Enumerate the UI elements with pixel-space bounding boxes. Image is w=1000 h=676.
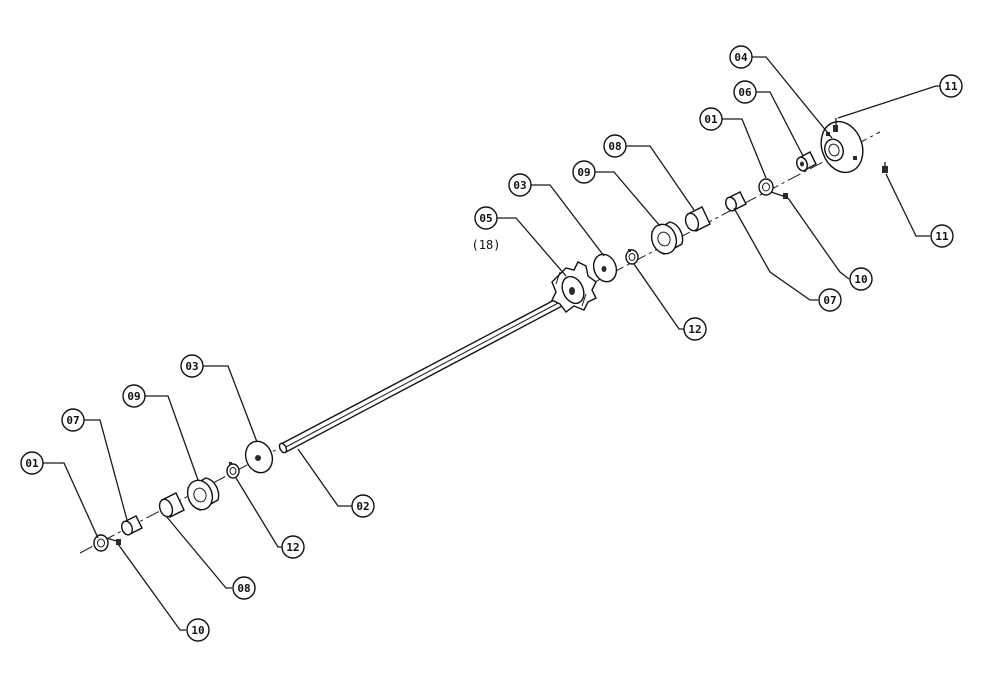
callout-11-bottom: 11 [930, 224, 954, 248]
shaft-part [278, 296, 565, 454]
callout-09-left: 09 [122, 384, 146, 408]
set-collar-left-part [93, 534, 121, 552]
set-collar-right-part [758, 178, 788, 199]
callout-label: 11 [935, 230, 949, 243]
screw-top-part [833, 118, 838, 132]
callout-label: 08 [237, 582, 250, 595]
bushing-06-part [796, 151, 817, 172]
washer-right-part [592, 253, 618, 283]
bushing-left-part [121, 515, 143, 536]
callout-01-right: 01 [699, 107, 723, 131]
callout-10-right: 10 [849, 267, 873, 291]
callout-label: 10 [191, 624, 204, 637]
callout-05: 05 [474, 206, 498, 230]
washer-left-part [244, 440, 274, 474]
callout-01-left: 01 [20, 451, 44, 475]
callout-11-top: 11 [939, 74, 963, 98]
callout-08-right: 08 [603, 134, 627, 158]
callout-07-left: 07 [61, 408, 85, 432]
callout-12-left: 12 [281, 535, 305, 559]
callout-label: 07 [823, 294, 836, 307]
callout-09-right: 09 [572, 160, 596, 184]
callout-label: 08 [608, 140, 621, 153]
callout-label: 09 [577, 166, 590, 179]
callout-06: 06 [733, 80, 757, 104]
callout-label: 03 [185, 360, 198, 373]
spacer-right-part [684, 206, 711, 232]
callout-label: 05 [479, 212, 492, 225]
callout-label: 06 [738, 86, 752, 99]
callout-04: 04 [729, 45, 753, 69]
callout-label: 01 [704, 113, 718, 126]
callout-label: 11 [944, 80, 958, 93]
collar-left-part [226, 462, 240, 479]
callout-10-left: 10 [186, 618, 210, 642]
bushing-right-part [725, 191, 747, 212]
callout-label: 09 [127, 390, 140, 403]
sprocket-part [551, 261, 597, 313]
callout-label: 12 [286, 541, 299, 554]
screw-bottom-part [882, 162, 888, 173]
callout-label: 03 [513, 179, 526, 192]
callout-label: 04 [734, 51, 748, 64]
leader-lines [43, 56, 940, 631]
callout-03-right: 03 [508, 173, 532, 197]
callout-07-right: 07 [818, 288, 842, 312]
callout-label: 02 [356, 500, 369, 513]
callout-label: 07 [66, 414, 79, 427]
bearing-left-part [186, 477, 220, 511]
flange-part [820, 120, 864, 174]
callout-12-right: 12 [683, 317, 707, 341]
callout-label: 12 [688, 323, 701, 336]
callout-label: 01 [25, 457, 39, 470]
callout-03-left: 03 [180, 354, 204, 378]
spacer-left-part [158, 492, 185, 518]
collar-right-part [625, 249, 639, 265]
callout-02: 02 [351, 494, 375, 518]
callout-08-left: 08 [232, 576, 256, 600]
quantity-note: (18) [472, 238, 501, 252]
bearing-right-part [650, 221, 684, 255]
callout-label: 10 [854, 273, 867, 286]
